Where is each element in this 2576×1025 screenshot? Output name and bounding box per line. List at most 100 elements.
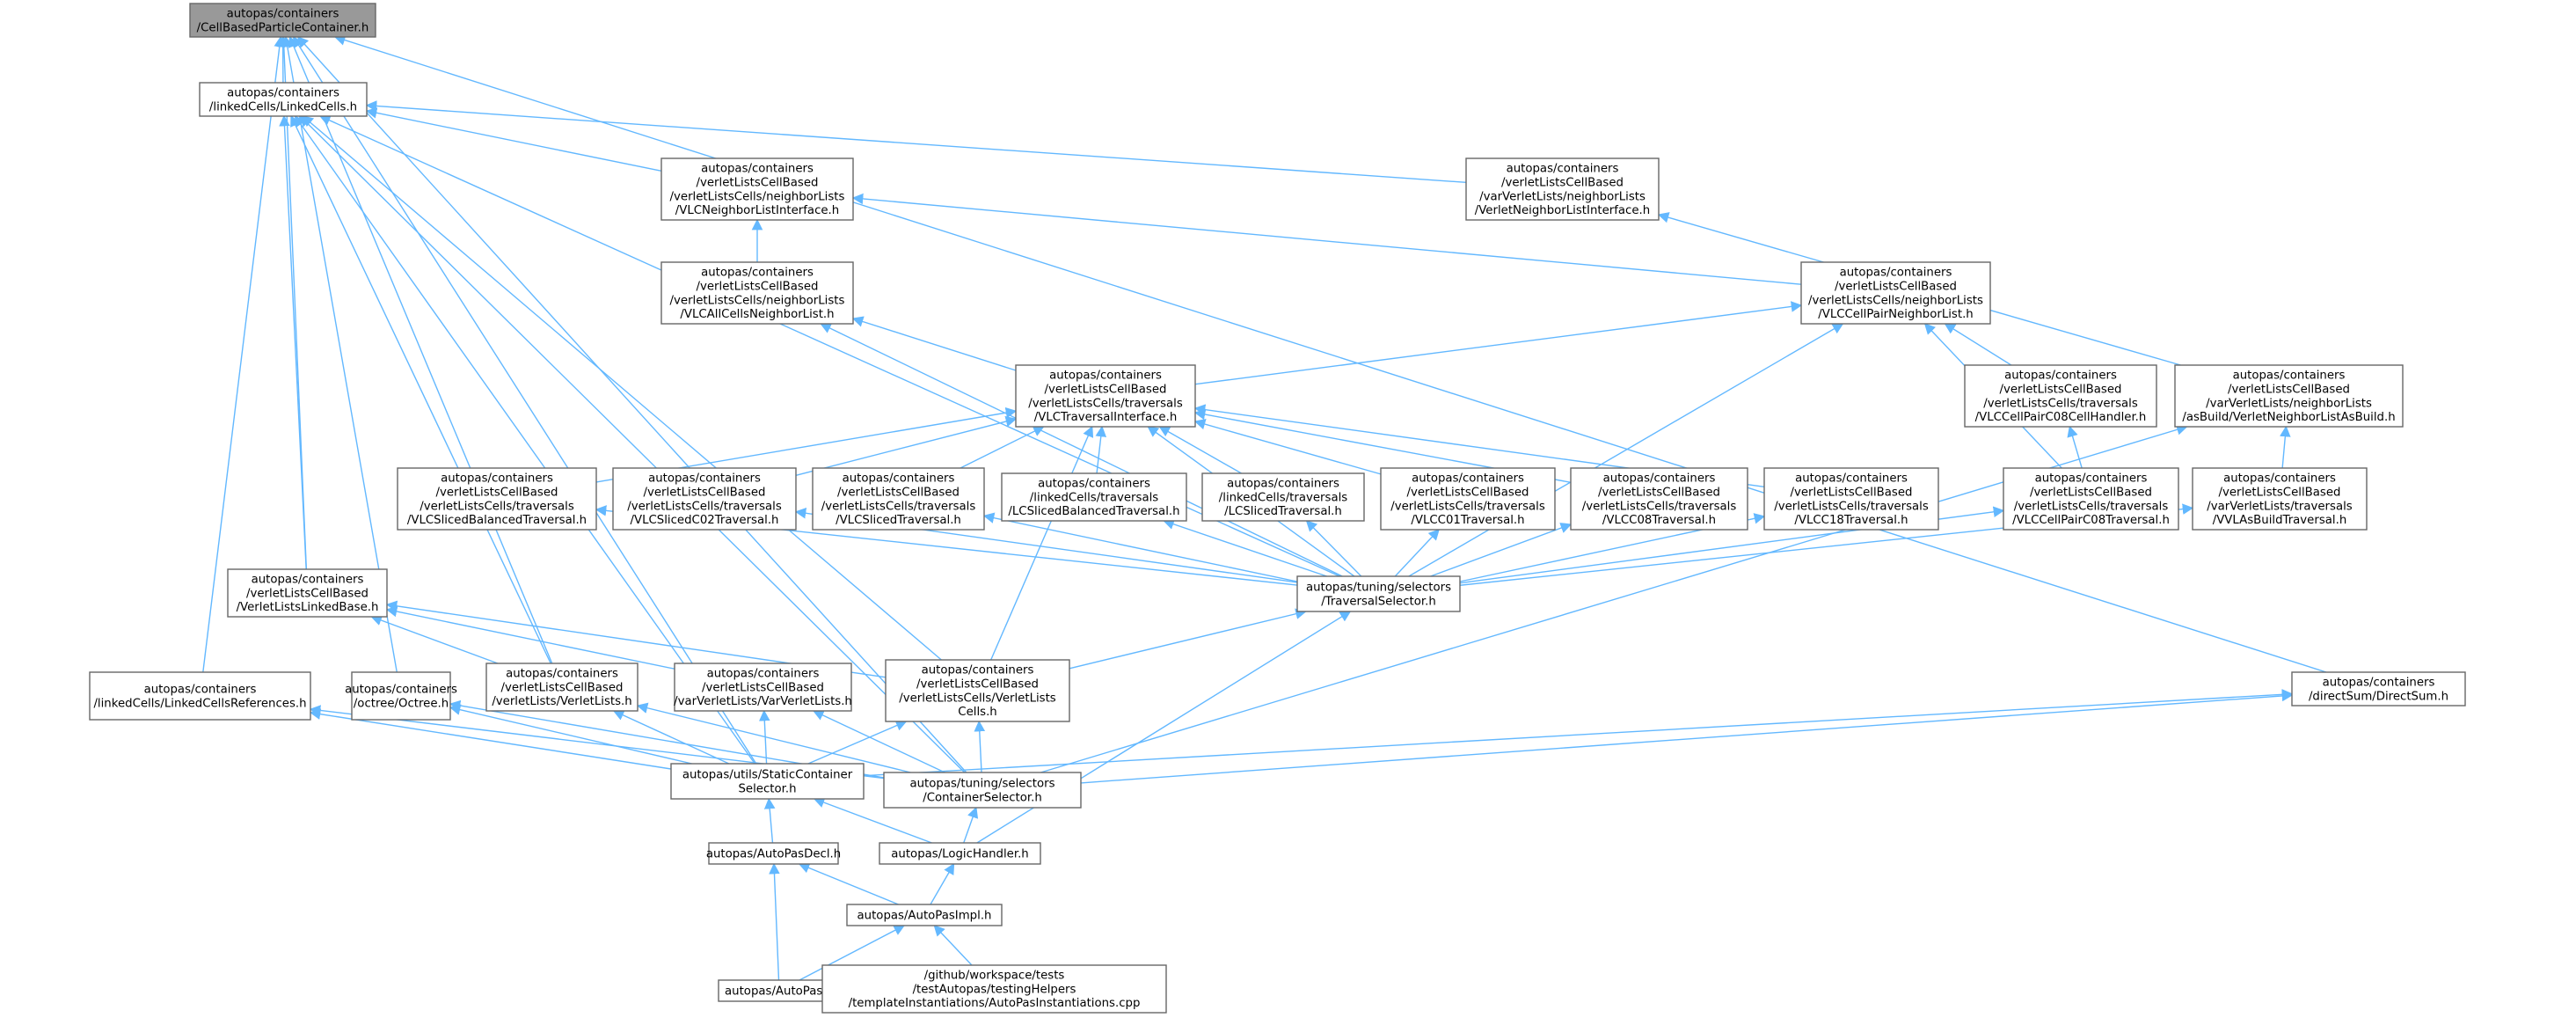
graph-node-n22[interactable]: autopas/containers/octree/Octree.h — [345, 671, 457, 721]
node-label-line: autopas/containers — [648, 472, 761, 486]
node-label-line: /linkedCells/LinkedCellsReferences.h — [93, 697, 306, 710]
graph-node-n28[interactable]: autopas/tuning/selectors/ContainerSelect… — [883, 772, 1082, 809]
graph-node-n25[interactable]: autopas/containers/verletListsCellBased/… — [885, 659, 1070, 722]
node-label-line: /VLCSlicedBalancedTraversal.h — [407, 514, 587, 527]
graph-node-n10[interactable]: autopas/containers/verletListsCellBased/… — [612, 467, 797, 531]
node-label-line: /octree/Octree.h — [354, 697, 449, 710]
node-label-line: /varVerletLists/neighborLists — [1479, 190, 1646, 203]
edge-n25-to-n6 — [990, 425, 1094, 661]
graph-node-n15[interactable]: autopas/containers/verletListsCellBased/… — [1570, 467, 1748, 531]
graph-node-n2[interactable]: autopas/containers/verletListsCellBased/… — [660, 157, 854, 221]
node-label-line: autopas/AutoPasDecl.h — [706, 847, 841, 860]
node-box — [883, 772, 1082, 809]
edge-n14-to-n6 — [1193, 419, 1382, 475]
node-label-line: autopas/containers — [252, 574, 364, 587]
node-label-line: /VLCNeighborListInterface.h — [675, 204, 839, 217]
node-label-line: autopas/AutoPas.h — [725, 985, 834, 998]
node-label-line: /LCSlicedTraversal.h — [1224, 505, 1342, 518]
graph-node-n11[interactable]: autopas/containers/verletListsCellBased/… — [812, 467, 985, 531]
edge-n33-to-n31 — [933, 925, 973, 966]
edge-n31-to-n29 — [798, 862, 899, 905]
graph-node-n16[interactable]: autopas/containers/verletListsCellBased/… — [1763, 467, 1939, 531]
graph-node-n9[interactable]: autopas/containers/verletListsCellBased/… — [397, 467, 597, 531]
node-label-line: autopas/containers — [227, 87, 339, 100]
edge-n27-to-n25 — [807, 720, 908, 765]
node-label-line: autopas/containers — [2035, 472, 2148, 486]
edge-n23-to-n0 — [288, 35, 553, 664]
graph-node-n33[interactable]: /github/workspace/tests/testAutopas/test… — [821, 964, 1167, 1014]
graph-node-n3[interactable]: autopas/containers/verletListsCellBased/… — [1465, 157, 1660, 221]
node-label-line: autopas/AutoPasImpl.h — [857, 909, 992, 922]
edge-n30-to-n27 — [813, 797, 932, 844]
node-box — [660, 157, 854, 221]
edge-n27-to-n0 — [292, 35, 757, 765]
edge-n24-to-n19 — [385, 605, 675, 670]
node-box — [660, 261, 854, 325]
edge-n5-to-n2 — [851, 193, 1802, 285]
node-label-line: /verletLists/VerletLists.h — [492, 695, 631, 708]
graph-node-n18[interactable]: autopas/containers/verletListsCellBased/… — [2192, 467, 2368, 531]
node-box — [2174, 364, 2404, 428]
graph-node-n5[interactable]: autopas/containers/verletListsCellBased/… — [1800, 261, 1991, 325]
edge-n19-to-n1 — [279, 114, 307, 570]
graph-node-n14[interactable]: autopas/containers/verletListsCellBased/… — [1380, 467, 1556, 531]
node-box — [397, 467, 597, 531]
graph-node-n26[interactable]: autopas/containers/directSum/DirectSum.h — [2291, 671, 2466, 707]
node-label-line: /verletListsCells/neighborLists — [670, 294, 845, 307]
edge-n6-to-n4 — [851, 316, 1017, 371]
node-box — [1465, 157, 1660, 221]
node-label-line: /verletListsCells/traversals — [2014, 500, 2169, 513]
graph-node-n21[interactable]: autopas/containers/linkedCells/LinkedCel… — [89, 671, 311, 721]
node-label-line: /directSum/DirectSum.h — [2309, 690, 2448, 703]
node-box — [1380, 467, 1556, 531]
edge-n27-to-n24 — [758, 709, 770, 765]
node-box — [812, 467, 985, 531]
graph-node-n29[interactable]: autopas/AutoPasDecl.h — [706, 842, 841, 865]
graph-node-n0[interactable]: autopas/containers/CellBasedParticleCont… — [189, 3, 376, 38]
edge-n20-to-n14 — [1394, 529, 1440, 577]
node-label-line: /VLCC01Traversal.h — [1411, 514, 1524, 527]
graph-node-n1[interactable]: autopas/containers/linkedCells/LinkedCel… — [199, 82, 368, 117]
graph-node-n4[interactable]: autopas/containers/verletListsCellBased/… — [660, 261, 854, 325]
node-label-line: autopas/containers — [2323, 677, 2435, 690]
node-label-line: /verletListsCells/traversals — [1390, 500, 1545, 513]
graph-node-n19[interactable]: autopas/containers/verletListsCellBased/… — [227, 568, 388, 618]
graph-node-n6[interactable]: autopas/containers/verletListsCellBased/… — [1015, 364, 1196, 428]
node-label-line: /VLCSlicedC02Traversal.h — [631, 514, 779, 527]
graph-node-n24[interactable]: autopas/containers/verletListsCellBased/… — [674, 663, 852, 712]
graph-node-n20[interactable]: autopas/tuning/selectors/TraversalSelect… — [1296, 575, 1461, 612]
node-label-line: autopas/containers — [1227, 478, 1339, 491]
node-label-line: /verletListsCellBased — [1045, 384, 1167, 397]
node-label-line: autopas/containers — [707, 668, 820, 681]
node-label-line: autopas/containers — [506, 668, 618, 681]
node-label-line: /verletListsCellBased — [837, 487, 960, 500]
node-box — [227, 568, 388, 618]
graph-node-n17[interactable]: autopas/containers/verletListsCellBased/… — [2003, 467, 2179, 531]
node-label-line: /verletListsCells/traversals — [627, 500, 782, 513]
graph-node-n30[interactable]: autopas/LogicHandler.h — [879, 842, 1041, 865]
node-box — [612, 467, 797, 531]
node-label-line: /varVerletLists/traversals — [2207, 500, 2353, 513]
node-label-line: autopas/containers — [144, 684, 257, 697]
graph-node-n12[interactable]: autopas/containers/linkedCells/traversal… — [1001, 472, 1187, 522]
graph-node-n31[interactable]: autopas/AutoPasImpl.h — [846, 904, 1003, 926]
edge-n20-to-n12 — [1163, 518, 1327, 577]
graph-node-n23[interactable]: autopas/containers/verletListsCellBased/… — [485, 663, 639, 712]
edge-n20-to-n11 — [982, 512, 1298, 582]
node-label-line: /linkedCells/traversals — [1219, 491, 1348, 504]
node-label-line: /verletListsCells/traversals — [1028, 397, 1183, 410]
graph-node-n32[interactable]: autopas/AutoPas.h — [718, 979, 841, 1002]
edge-n7-to-n5 — [1944, 323, 2012, 366]
node-label-line: /verletListsCells/traversals — [821, 500, 976, 513]
edge-n27-to-n21 — [309, 708, 672, 770]
node-label-line: autopas/containers — [1603, 472, 1716, 486]
edge-n11-to-n6 — [960, 426, 1045, 469]
graph-node-n7[interactable]: autopas/containers/verletListsCellBased/… — [1964, 364, 2157, 428]
node-label-line: autopas/containers — [345, 684, 457, 697]
graph-node-n13[interactable]: autopas/containers/linkedCells/traversal… — [1201, 472, 1365, 522]
node-label-line: /varVerletLists/VarVerletLists.h — [674, 695, 852, 708]
graph-node-n8[interactable]: autopas/containers/verletListsCellBased/… — [2174, 364, 2404, 428]
edge-n20-to-n5 — [1408, 323, 1844, 577]
